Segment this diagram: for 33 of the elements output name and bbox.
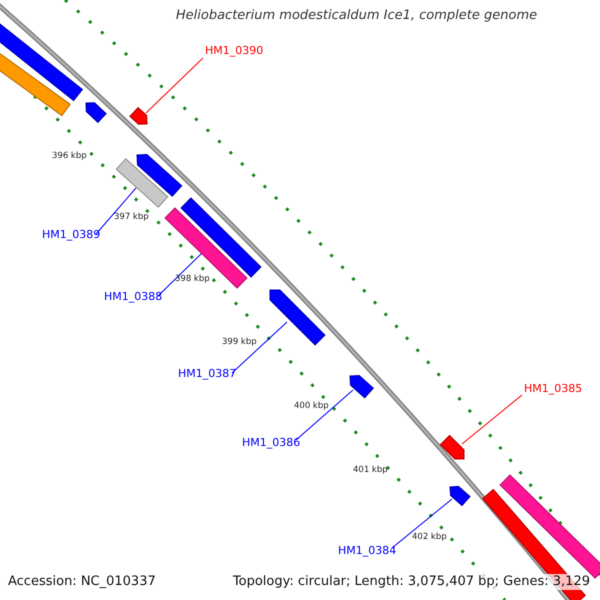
leader-line: [146, 58, 204, 114]
leader-line: [232, 322, 288, 374]
gene-feature: [440, 434, 464, 460]
gene-label: HM1_0387: [178, 367, 236, 380]
scale-label: 399 kbp: [222, 337, 257, 348]
gene-feature: [129, 106, 148, 125]
scale-label: 398 kbp: [175, 274, 210, 284]
gene-feature: [349, 374, 374, 398]
gene-feature: [136, 154, 182, 197]
gene-label: HM1_0389: [42, 228, 100, 242]
gene-label: HM1_0390: [205, 44, 264, 58]
gene-label: HM1_0388: [104, 290, 162, 304]
genome-info-text: Topology: circular; Length: 3,075,407 bp; Genes: 3,129: [232, 574, 590, 590]
gene-label: HM1_0385: [524, 382, 582, 396]
scale-label: 397 kbp: [114, 212, 149, 222]
scale-label: 402 kbp: [412, 532, 447, 542]
leader-line: [158, 252, 202, 296]
title: Heliobacterium modesticaldum Ice1, complete genome: [174, 8, 538, 24]
accession-text: Accession: NC_010337: [8, 574, 156, 590]
leader-line: [296, 390, 354, 440]
gene-feature: [164, 207, 248, 289]
gene-feature: [449, 486, 471, 506]
scale-label: 396 kbp: [52, 151, 87, 162]
leader-line: [392, 498, 452, 548]
gene-label: HM1_0384: [338, 544, 396, 558]
gene-feature: [85, 102, 107, 124]
scale-label: 401 kbp: [353, 465, 388, 476]
gene-feature: [116, 158, 168, 208]
gene-feature: [270, 290, 326, 346]
gene-label: HM1_0386: [242, 436, 300, 450]
scale-label: 400 kbp: [294, 401, 329, 412]
leader-line: [96, 188, 136, 234]
leader-line: [462, 394, 522, 444]
